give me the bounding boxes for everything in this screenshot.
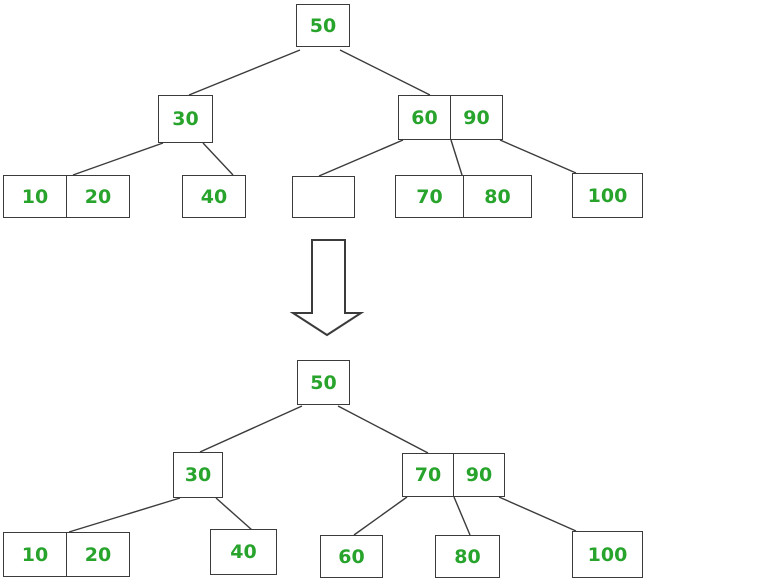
node-key: 100	[587, 543, 628, 566]
node-key: 90	[450, 96, 502, 139]
edge-before-50-30	[188, 49, 301, 96]
edge-after-30-40	[215, 497, 253, 531]
after-leaf-80: 80	[435, 535, 500, 578]
node-key: 30	[172, 108, 199, 130]
node-key: 90	[453, 454, 504, 496]
edge-after-7090-60	[353, 496, 408, 536]
after-leaf-40: 40	[210, 529, 277, 575]
node-key: 30	[184, 464, 212, 486]
before-node-30: 30	[158, 95, 213, 143]
edge-before-6090-7080	[450, 139, 463, 176]
after-leaf-60: 60	[320, 535, 383, 578]
edge-before-6090-100	[499, 139, 577, 174]
before-leaf-100: 100	[572, 173, 643, 218]
node-key: 40	[230, 541, 257, 563]
node-key: 20	[66, 176, 129, 217]
after-node-30: 30	[173, 452, 223, 498]
before-root-node: 50	[296, 4, 350, 47]
edge-before-6090-empty	[318, 139, 404, 177]
after-node-70-90: 70 90	[402, 453, 505, 497]
before-leaf-empty	[292, 176, 355, 218]
node-key: 40	[200, 185, 228, 208]
edge-before-30-40	[202, 142, 234, 176]
node-key: 60	[411, 106, 438, 129]
node-key: 50	[310, 371, 337, 394]
node-key: 70	[414, 464, 442, 486]
node-key: 20	[66, 533, 129, 576]
after-leaf-10-20: 10 20	[3, 532, 130, 577]
node-key: 50	[309, 14, 337, 37]
node-key: 10	[21, 543, 49, 566]
node-key-empty	[293, 177, 354, 217]
before-leaf-40: 40	[182, 175, 246, 218]
before-leaf-10-20: 10 20	[3, 175, 130, 218]
after-root-node: 50	[297, 360, 350, 405]
node-key: 60	[338, 545, 365, 568]
before-node-60-90: 60 90	[398, 95, 503, 140]
edge-after-50-30	[199, 405, 303, 453]
edge-after-30-1020	[68, 497, 181, 533]
node-key: 70	[416, 185, 443, 208]
edge-after-7090-100	[498, 496, 577, 532]
edge-after-50-7090	[337, 405, 429, 454]
node-key: 10	[21, 185, 49, 208]
node-key: 100	[587, 184, 628, 207]
after-leaf-100: 100	[572, 531, 643, 578]
edge-before-50-6090	[339, 49, 431, 96]
node-key: 80	[454, 545, 481, 568]
edge-before-30-1020	[72, 142, 164, 176]
down-arrow-icon	[289, 239, 365, 337]
before-leaf-70-80: 70 80	[395, 175, 532, 218]
node-key: 80	[463, 176, 531, 217]
edge-after-7090-80	[453, 496, 471, 536]
